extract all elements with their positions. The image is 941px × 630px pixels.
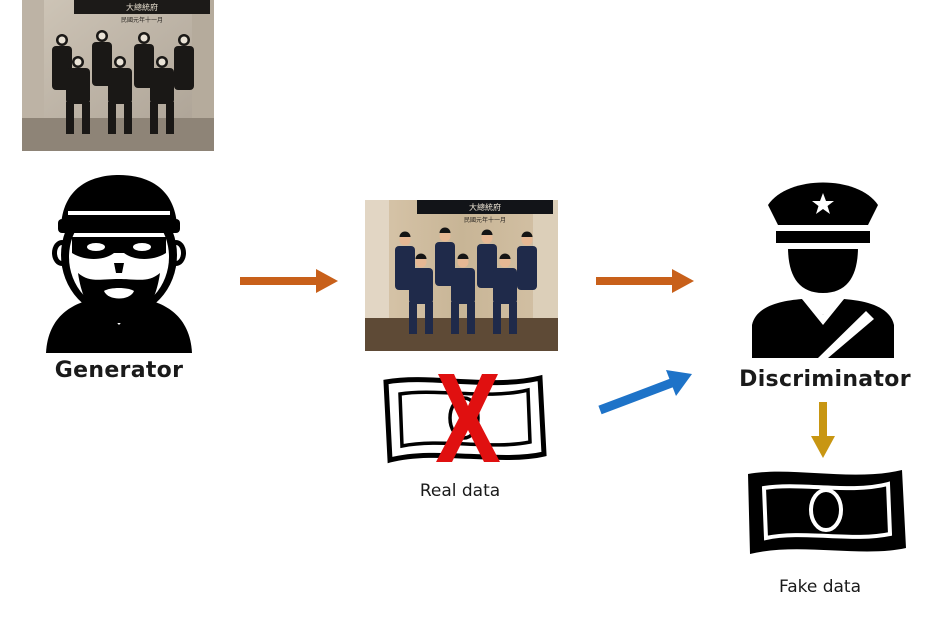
red-x-icon <box>432 372 504 464</box>
police-officer-icon <box>748 175 898 360</box>
thief-icon <box>44 175 194 355</box>
arrow-discriminator-to-fake <box>810 402 836 460</box>
generator-label: Generator <box>54 358 184 383</box>
real-data-label: Real data <box>419 481 501 501</box>
svg-text:大總統府: 大總統府 <box>469 202 501 212</box>
svg-text:民國元年十一月: 民國元年十一月 <box>464 216 506 224</box>
fake-data-label: Fake data <box>778 577 862 597</box>
arrow-generator-to-photo <box>240 268 340 294</box>
fake-money-icon <box>742 462 910 562</box>
svg-text:大總統府: 大總統府 <box>126 2 158 12</box>
original-photo: 大總統府 民國元年十一月 <box>22 0 214 151</box>
generated-photo: 大總統府 民國元年十一月 <box>365 200 558 351</box>
arrow-real-data-to-discriminator <box>594 368 694 418</box>
arrow-photo-to-discriminator <box>596 268 696 294</box>
svg-text:民國元年十一月: 民國元年十一月 <box>121 16 163 24</box>
discriminator-label: Discriminator <box>739 367 911 392</box>
